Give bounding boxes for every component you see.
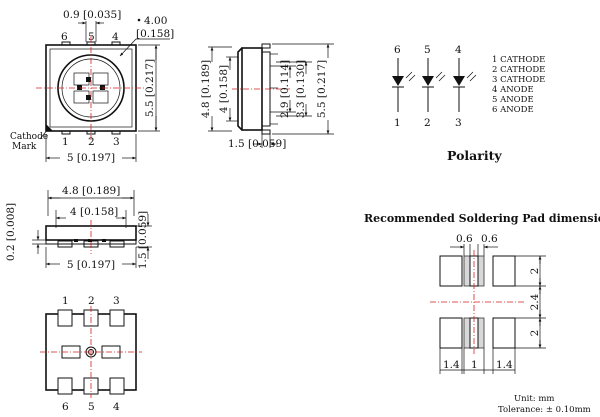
side-view-dim-left-a: 4.8 [0.189] xyxy=(200,60,212,118)
polarity-legend-5: 5 ANODE xyxy=(492,95,534,105)
top-view-dim-top: 0.9 [0.035] xyxy=(63,9,121,21)
soldering-pad-dim-right-a: 2 xyxy=(529,268,541,275)
polarity-pin-3: 3 xyxy=(455,117,462,129)
polarity-legend-1: 1 CATHODE xyxy=(492,55,545,65)
polarity-legend-3: 3 CATHODE xyxy=(492,75,545,85)
soldering-pad-dim-right-c: 2 xyxy=(529,330,541,337)
soldering-pad-title: Recommended Soldering Pad dimensions xyxy=(364,212,600,225)
bottom-view-pin-1: 1 xyxy=(62,295,69,307)
side-view: 4.8 [0.189] 4 [0.158] 2.9 [0.114] 3.3 [0… xyxy=(200,43,334,150)
front-view-dim-top-b: 4 [0.158] xyxy=(70,206,118,218)
side-view-dim-left-b: 4 [0.158] xyxy=(218,65,230,113)
soldering-pad-dim-bottom-a: 1.4 xyxy=(443,359,460,371)
top-view-pin-1: 1 xyxy=(62,136,69,148)
top-view-dim-diameter: 4.00 xyxy=(144,15,167,27)
polarity-pin-4: 4 xyxy=(455,44,462,56)
unit-note: Unit: mm xyxy=(514,394,554,404)
front-view-dim-left: 0.2 [0.008] xyxy=(5,203,17,261)
polarity-legend-2: 2 CATHODE xyxy=(492,65,545,75)
top-view-dim-right: 5.5 [0.217] xyxy=(144,59,156,117)
solder-pad xyxy=(492,255,516,287)
side-view-dim-right-b: 3.3 [0.130] xyxy=(295,60,307,118)
top-view-cathode-mark-line1: Cathode xyxy=(10,132,48,142)
polarity-diagram: 6 5 4 1 2 3 xyxy=(392,44,545,163)
top-view-dim-bottom: 5 [0.197] xyxy=(67,152,115,164)
top-view-dim-diameter-inch: [0.158] xyxy=(136,28,174,40)
top-view-pin-2: 2 xyxy=(88,136,95,148)
top-view: 0.9 [0.035] 4.00 [0.158] 6 5 4 xyxy=(10,9,174,164)
polarity-pin-5: 5 xyxy=(424,44,431,56)
front-view-dim-right: 1.5 [0.059] xyxy=(137,211,149,269)
soldering-pad-dim-bottom-b: 1 xyxy=(471,359,478,371)
top-view-cathode-mark-line2: Mark xyxy=(12,142,37,152)
bottom-view-pin-4: 4 xyxy=(113,401,120,413)
front-view-dim-bottom: 5 [0.197] xyxy=(67,259,115,271)
polarity-pin-1: 1 xyxy=(394,117,401,129)
bottom-view-pin-3: 3 xyxy=(113,295,120,307)
top-view-pin-4: 4 xyxy=(112,31,119,43)
diode-symbol xyxy=(392,58,416,112)
soldering-pad-dim-top-b: 0.6 xyxy=(481,233,498,245)
side-view-dim-right-a: 2.9 [0.114] xyxy=(279,60,291,118)
polarity-title: Polarity xyxy=(447,148,502,163)
soldering-pad-dim-top-a: 0.6 xyxy=(456,233,473,245)
polarity-legend-4: 4 ANODE xyxy=(492,85,534,95)
bottom-view-pin-2: 2 xyxy=(88,295,95,307)
diode-symbol xyxy=(453,58,477,112)
side-view-dim-right-c: 5.5 [0.217] xyxy=(316,60,328,118)
side-view-dim-bottom: 1.5 [0.059] xyxy=(228,138,286,150)
soldering-pad-dim-right-b: 2.4 xyxy=(529,293,541,310)
solder-pad xyxy=(439,317,463,349)
bottom-view: 1 2 3 6 5 4 xyxy=(40,295,142,413)
front-view: 4.8 [0.189] 4 [0.158] 0.2 [0.008] 1.5 [ xyxy=(5,185,152,271)
polarity-legend-6: 6 ANODE xyxy=(492,105,534,115)
tolerance-note: Tolerance: ± 0.10mm xyxy=(498,405,591,415)
front-view-dim-top-a: 4.8 [0.189] xyxy=(62,185,120,197)
notes: Unit: mm Tolerance: ± 0.10mm xyxy=(498,394,591,415)
polarity-pin-6: 6 xyxy=(394,44,401,56)
top-view-pin-3: 3 xyxy=(113,136,120,148)
top-view-pin-6: 6 xyxy=(61,31,68,43)
soldering-pad-diagram: Recommended Soldering Pad dimensions 0.6… xyxy=(364,212,600,374)
solder-pad xyxy=(439,255,463,287)
soldering-pad-dim-bottom-c: 1.4 xyxy=(496,359,513,371)
bottom-view-pin-6: 6 xyxy=(62,401,69,413)
diode-symbol xyxy=(422,58,446,112)
bottom-view-pin-5: 5 xyxy=(88,401,95,413)
solder-pad xyxy=(492,317,516,349)
polarity-pin-2: 2 xyxy=(424,117,431,129)
